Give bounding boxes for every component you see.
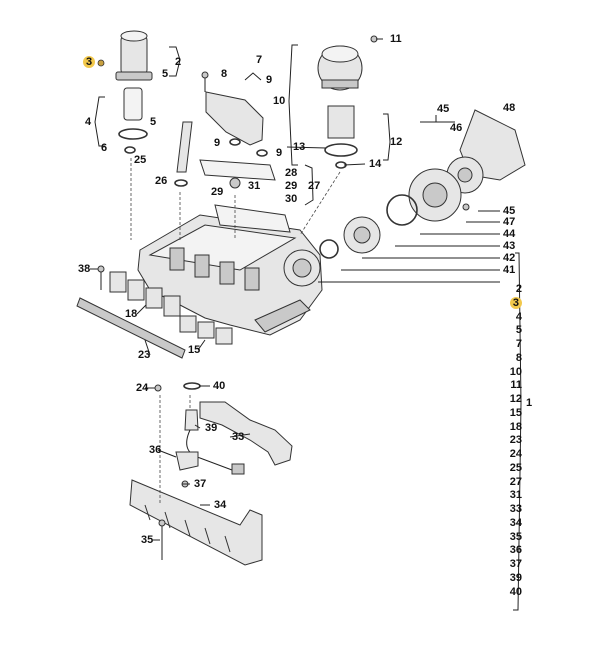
callout-c31[interactable]: 31 <box>248 180 261 192</box>
part-list-item-5[interactable]: 5 <box>515 324 522 337</box>
callout-c35[interactable]: 35 <box>141 534 154 546</box>
callout-c46[interactable]: 46 <box>450 122 463 134</box>
part-list-item-27[interactable]: 27 <box>509 475 522 488</box>
callout-c26[interactable]: 26 <box>155 175 168 187</box>
callout-c1[interactable]: 1 <box>526 397 533 409</box>
callout-c18[interactable]: 18 <box>125 308 138 320</box>
part-list-item-2[interactable]: 2 <box>515 283 522 295</box>
part-list-item-40[interactable]: 40 <box>509 585 522 598</box>
part-list-item-18[interactable]: 18 <box>509 420 522 433</box>
callout-c42[interactable]: 42 <box>503 252 516 264</box>
part-list-item-23[interactable]: 23 <box>509 434 522 447</box>
callout-c12[interactable]: 12 <box>390 136 403 148</box>
manifold-34 <box>129 479 263 566</box>
callout-c25[interactable]: 25 <box>134 154 147 166</box>
water-pump <box>319 109 526 259</box>
part-list-item-34[interactable]: 34 <box>509 516 522 529</box>
callout-c8[interactable]: 8 <box>221 68 228 80</box>
leader-lines <box>90 38 522 611</box>
callout-c5b[interactable]: 5 <box>150 116 157 128</box>
part-list-item-4[interactable]: 4 <box>515 310 522 323</box>
part-list-item-24[interactable]: 24 <box>509 448 522 460</box>
part-list-item-31[interactable]: 31 <box>509 489 522 502</box>
callout-c34[interactable]: 34 <box>214 499 227 511</box>
callout-c27[interactable]: 27 <box>308 180 321 192</box>
gaskets <box>199 159 291 233</box>
callout-c47[interactable]: 47 <box>503 216 516 228</box>
rail-23 <box>76 297 186 359</box>
part-list-item-25[interactable]: 25 <box>509 461 522 474</box>
callout-c11[interactable]: 11 <box>390 33 402 45</box>
callout-c5a[interactable]: 5 <box>162 68 169 80</box>
callout-c29b[interactable]: 29 <box>211 186 224 198</box>
callout-c30[interactable]: 30 <box>285 193 298 205</box>
part-list-item-15[interactable]: 15 <box>509 406 522 419</box>
callout-c4[interactable]: 4 <box>85 116 92 128</box>
callout-c48[interactable]: 48 <box>503 102 516 114</box>
callout-c39[interactable]: 39 <box>205 422 218 434</box>
callout-c38[interactable]: 38 <box>78 263 91 275</box>
filter-housing-2 <box>97 30 153 81</box>
callout-c10[interactable]: 10 <box>273 95 286 107</box>
callout-c9c[interactable]: 9 <box>276 147 283 159</box>
callout-c33[interactable]: 33 <box>232 431 245 443</box>
part-list-item-11[interactable]: 11 <box>510 379 522 392</box>
part-list-item-36[interactable]: 36 <box>509 544 522 557</box>
tube-25 <box>174 121 193 187</box>
callout-c13[interactable]: 13 <box>293 141 306 153</box>
coil-packs <box>97 265 233 345</box>
part-list-item-33[interactable]: 33 <box>509 503 522 515</box>
part-list-item-35[interactable]: 35 <box>509 530 522 543</box>
callout-c24[interactable]: 24 <box>136 382 149 394</box>
part-list-item-39[interactable]: 39 <box>509 571 522 584</box>
callout-c37[interactable]: 37 <box>194 478 207 490</box>
part-list-item-8[interactable]: 8 <box>515 351 522 364</box>
callout-c2[interactable]: 2 <box>175 56 182 68</box>
callout-c36[interactable]: 36 <box>149 444 162 456</box>
callout-c9b[interactable]: 9 <box>214 137 221 149</box>
part-list-item-3[interactable]: 3 <box>500 296 522 311</box>
bolt-24 <box>154 382 201 392</box>
callout-c23[interactable]: 23 <box>138 349 151 361</box>
callout-c14[interactable]: 14 <box>369 158 382 170</box>
bolt-35 <box>158 519 166 560</box>
cylinder-head <box>137 214 323 336</box>
callout-c28[interactable]: 28 <box>285 167 298 179</box>
callout-c6[interactable]: 6 <box>101 142 108 154</box>
bracket-33 <box>199 401 293 466</box>
oil-filter <box>317 35 378 169</box>
sensor-39 <box>175 409 245 475</box>
cover-7 <box>201 71 268 157</box>
part-list-item-12[interactable]: 12 <box>509 393 522 405</box>
part-list-item-37[interactable]: 37 <box>509 558 522 570</box>
callout-c7[interactable]: 7 <box>256 54 263 66</box>
part-list-item-10[interactable]: 10 <box>509 365 522 378</box>
callout-c9a[interactable]: 9 <box>266 74 273 86</box>
part-list-item-7[interactable]: 7 <box>515 338 522 350</box>
callout-c40[interactable]: 40 <box>213 380 226 392</box>
callout-c45[interactable]: 45 <box>503 205 516 217</box>
callout-c29a[interactable]: 29 <box>285 180 298 192</box>
callout-c15[interactable]: 15 <box>188 344 201 356</box>
callout-c41[interactable]: 41 <box>503 264 516 276</box>
callout-c43[interactable]: 43 <box>503 240 516 252</box>
callout-c3-top[interactable]: 3 <box>83 56 96 68</box>
insert-4 <box>118 87 148 154</box>
callout-c44[interactable]: 44 <box>503 228 516 240</box>
callout-c45-top[interactable]: 45 <box>437 103 450 115</box>
